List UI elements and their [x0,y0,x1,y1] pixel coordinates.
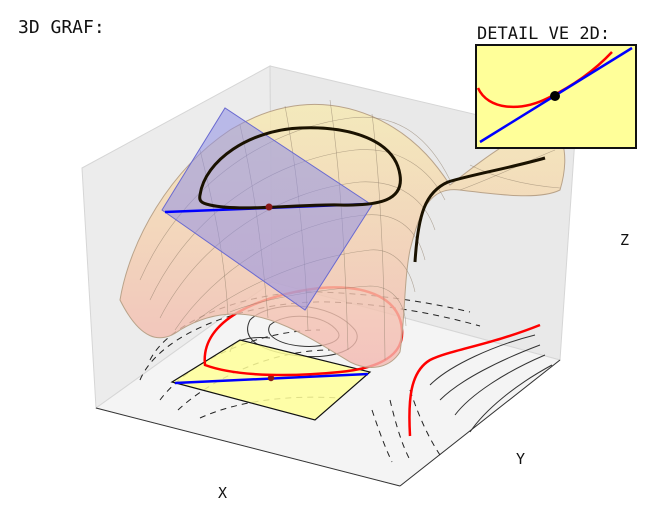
mesh-line [371,113,386,361]
floor-contour [469,364,553,433]
level-curve-3d [198,126,402,210]
inset-curve [476,51,613,109]
mesh-line [149,149,446,301]
floor-contour [439,344,541,401]
floor-contour [371,409,393,463]
floor-contour [454,354,546,416]
floor-contour [389,399,411,461]
floor-contour [429,334,536,386]
mesh-line [229,285,407,327]
projected-point [267,374,275,382]
floor-contour [139,301,481,381]
inset-title: DETAIL VE 2D: [477,24,610,44]
y-axis-label: Y [516,450,525,468]
level-curve-3d [413,156,546,263]
mesh-line [469,164,561,189]
page-title: 3D GRAF: [18,17,105,38]
mesh-line [459,149,556,191]
projected-level-curve [408,323,541,437]
mesh-line [194,249,416,323]
level-curves-3d [198,126,546,263]
axis-edge [95,407,401,487]
x-axis-label: X [218,484,227,502]
floor-contour [409,389,441,456]
z-axis-label: Z [620,231,629,249]
axis-edge [399,359,561,487]
inset-point [550,91,560,101]
tangent-point [265,203,273,211]
inset-detail: DETAIL VE 2D: [475,24,637,149]
